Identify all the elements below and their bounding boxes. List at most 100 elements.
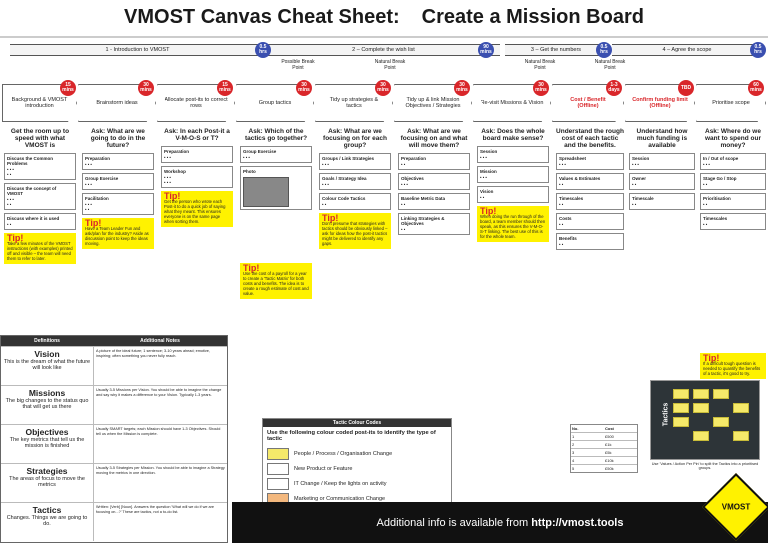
table-row: 4£10k: [571, 456, 637, 464]
col-1-question: Get the room up to speed with what VMOST…: [10, 128, 70, 149]
col-1-box-1: Discuss the Common Problems• • •• •: [4, 153, 76, 180]
title-left: VMOST Canvas Cheat Sheet:: [124, 5, 400, 28]
col-5-tip: Tip!Don't presume that strategies with t…: [319, 213, 391, 249]
col-7-box-2-title: Mission: [480, 169, 497, 174]
col-6-box-4-title: Linking Strategies & Objectives: [401, 216, 445, 226]
col-8-box-2-title: Values & Estimates: [559, 176, 601, 181]
step-6-label: Tidy up & link Mission Objectives / Stra…: [405, 97, 461, 109]
step-3-label: Allocate post-its to correct rows: [164, 97, 228, 109]
phase-2-badge: 90 mins: [478, 42, 494, 58]
phase-1-badge: 0.5 hrs: [255, 42, 271, 58]
breakpoint-3: Natural Break Point: [524, 59, 556, 71]
col-7: Ask: Does the whole board make sense? Se…: [477, 128, 549, 242]
col-7-box-1: Session• • •: [477, 146, 549, 163]
col-4-box-1-title: Group Exercise: [243, 149, 277, 154]
col-10-box-3: Prioritisation• •: [700, 193, 766, 210]
sticky-note: [673, 417, 689, 427]
col-7-box-3-title: Vision: [480, 189, 494, 194]
col-7-question: Ask: Does the whole board make sense?: [481, 128, 545, 142]
col-8-box-1-title: Spreadsheet: [559, 156, 587, 161]
footer-text: Additional info is available from: [376, 516, 529, 529]
step-4-badge: 30 mins: [296, 80, 312, 96]
col-1-box-2: Discuss the concept of VMOST• • •• •: [4, 183, 76, 210]
cell: £5k: [605, 450, 612, 455]
col-8-box-3: Timescales• •: [556, 193, 624, 210]
definition-notes: Written: [Verb] [Noun]. Answers the ques…: [93, 503, 227, 541]
col-10-box-2-title: Stage Go / Stop: [703, 176, 737, 181]
sticky-note: [713, 389, 729, 399]
col-8-box-5-title: Benefits: [559, 236, 577, 241]
cell: 3: [572, 450, 575, 455]
step-10-label: Prioritise scope: [712, 100, 750, 106]
phase-3: 3 – Get the numbers: [505, 44, 607, 56]
tactics-caption: Use 'Values / Action Per Pin' to split t…: [651, 462, 759, 470]
definition-term: Strategies: [26, 466, 68, 476]
title-right: Create a Mission Board: [421, 5, 644, 28]
col-10-box-4: Timescales• •: [700, 213, 766, 230]
col-10-tip-text: If a difficult tough question is needed …: [703, 361, 761, 376]
sticky-note: [713, 417, 729, 427]
phase-4-label: 4 – Agree the scope: [662, 47, 712, 53]
col-5-box-1: Groups / Link Strategies• • •: [319, 153, 391, 170]
col-2-box-2: Group Exercise• • •: [82, 173, 154, 190]
col-9-box-2: Owner• •: [629, 173, 695, 190]
title-divider: [0, 36, 768, 38]
step-9-badge: TBD: [678, 80, 694, 96]
col-6-box-1-title: Preparation: [401, 156, 427, 161]
col-1-box-1-title: Discuss the Common Problems: [7, 156, 54, 166]
col-7-tip: Tip!When doing the run through of the bo…: [477, 206, 549, 242]
col-7-box-1-title: Session: [480, 149, 498, 154]
step-10-badge: 60 mins: [748, 80, 764, 96]
col-3-box-2: Workshop• • •• • •: [161, 166, 233, 188]
col-10-box-2: Stage Go / Stop• •: [700, 173, 766, 190]
breakpoint-1: Possible Break Point: [281, 59, 315, 71]
col-4-tip-text: Use the cost of a payroll for a year to …: [243, 271, 309, 296]
col-3-box-1-title: Preparation: [164, 149, 190, 154]
col-8: Understand the rough cost of each tactic…: [556, 128, 624, 253]
col-1-tip-text: Take a few minutes of the VMOST instruct…: [7, 241, 73, 261]
phase-3-label: 3 – Get the numbers: [530, 47, 582, 53]
col-1-box-2-title: Discuss the concept of VMOST: [7, 186, 57, 196]
phase-4-badge: 0.5 hrs: [750, 42, 766, 58]
cost-table-header-cost: Cost: [605, 426, 614, 431]
col-3-question: Ask: In each Post-it a V-M-O-S or T?: [164, 128, 230, 142]
col-8-box-5: Benefits• •: [556, 233, 624, 250]
col-5-box-3-title: Colour Code Tactics: [322, 196, 366, 201]
step-1-label: Background & VMOST introduction: [11, 97, 68, 109]
col-10-tip: Tip!If a difficult tough question is nee…: [700, 353, 766, 379]
col-8-box-4: Costs• •: [556, 213, 624, 230]
table-row: 3 £5k: [571, 448, 637, 456]
step-6-badge: 30 mins: [454, 80, 470, 96]
cell: £500: [605, 434, 614, 439]
definition-notes: Usually SMART targets; each Mission shou…: [93, 425, 227, 463]
col-1: Get the room up to speed with what VMOST…: [4, 128, 76, 264]
col-10-box-1: In / Out of scope• • •: [700, 153, 766, 170]
col-2-tip-text: Have a Team Leader Fun and ask/plan for …: [85, 226, 149, 246]
tactics-image-label: Tactics: [662, 402, 670, 427]
col-4-question: Ask: Which of the tactics go together?: [244, 128, 308, 142]
col-8-box-4-title: Costs: [559, 216, 572, 221]
tactics-board-image: Tactics: [650, 380, 760, 460]
col-8-box-2: Values & Estimates• •: [556, 173, 624, 190]
col-10-box-4-title: Timescales: [703, 216, 728, 221]
cell: £50k: [605, 466, 614, 471]
col-2-box-3-title: Facilitation: [85, 196, 109, 201]
col-10-box-1-title: In / Out of scope: [703, 156, 739, 161]
col-7-box-3: Vision• •: [477, 186, 549, 203]
sticky-note: [693, 403, 709, 413]
phase-2: 2 – Complete the wish list: [267, 44, 500, 56]
definition-desc: Changes. Things we are going to do.: [6, 515, 88, 527]
step-1-badge: 15 mins: [60, 80, 76, 96]
col-5-box-3: Colour Code Tactics• •: [319, 193, 391, 210]
col-6-box-4: Linking Strategies & Objectives• •: [398, 213, 470, 235]
col-9: Understand how much funding is available…: [629, 128, 695, 213]
definition-desc: The areas of focus to move the metrics: [9, 476, 85, 488]
col-1-box-3-title: Discuss where it is used: [7, 216, 60, 221]
definition-notes: A picture of the ideal future; 1 sentenc…: [93, 347, 227, 385]
col-5-box-2-title: Goals / Strategy Idea: [322, 176, 367, 181]
footer-link[interactable]: http://vmost.tools: [531, 516, 624, 529]
